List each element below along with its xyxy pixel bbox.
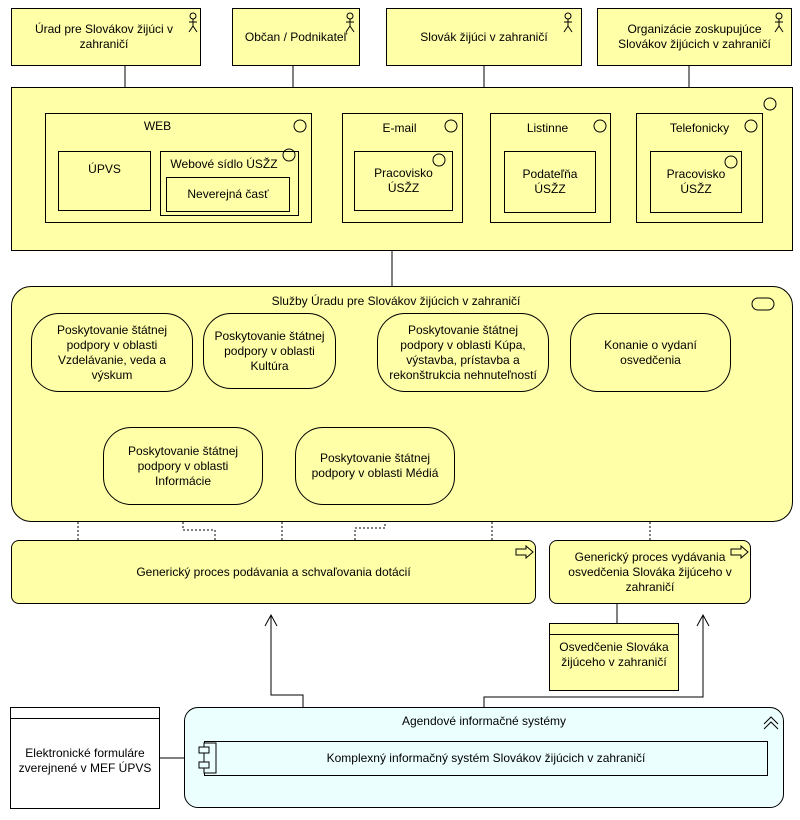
serving-grants-head [264, 613, 278, 627]
registry-box[interactable]: Podateľňa ÚSŽZ [504, 151, 596, 213]
private-part-box[interactable]: Neverejná časť [166, 177, 290, 212]
process-certificate-label: Generický proces vydávania osvedčenia Sl… [568, 549, 732, 594]
realization-informacie [182, 516, 216, 540]
process-grants[interactable]: Generický proces podávania a schvaľovani… [11, 540, 536, 604]
process-certificate[interactable]: Generický proces vydávania osvedčenia Sl… [549, 540, 751, 604]
private-part-label: Neverejná časť [187, 187, 269, 201]
actor-organizacie[interactable]: Organizácie zoskupujúce Slovákov žijúcic… [597, 8, 792, 66]
serving-certificate [483, 615, 704, 707]
serving-certificate-head [696, 613, 710, 627]
paper-channel-title: Listinne [526, 121, 569, 135]
actor-slovak[interactable]: Slovák žijúci v zahraničí [386, 8, 582, 66]
website-label: Webové sídlo ÚSŽZ [170, 157, 278, 171]
actor-obcan-label: Občan / Podnikateľ [244, 29, 348, 44]
data-object-header [550, 624, 678, 635]
service-kupa-label: Poskytovanie štátnej podpory v oblasti K… [389, 322, 537, 382]
email-workplace-label: Pracovisko ÚSŽZ [374, 166, 433, 195]
phone-workplace-label: Pracovisko ÚSŽZ [666, 167, 726, 196]
actor-usz-label: Úrad pre Slovákov žijúci v zahraničí [34, 22, 174, 51]
service-konanie-label: Konanie o vydaní osvedčenia [604, 337, 697, 367]
email-workplace-box[interactable]: Pracovisko ÚSŽZ [354, 151, 453, 211]
system-component-label: Komplexný informačný systém Slovákov žij… [326, 751, 646, 765]
service-konanie[interactable]: Konanie o vydaní osvedčenia [570, 313, 731, 392]
actor-slovak-label: Slovák žijúci v zahraničí [420, 29, 548, 44]
forms-label: Elektronické formuláre zverejnené v MEF … [18, 746, 152, 775]
systems-group-label: Agendové informačné systémy [401, 714, 567, 728]
forms-header [11, 708, 159, 719]
serving-grants [270, 615, 304, 707]
service-vzdelavanie-label: Poskytovanie štátnej podpory v oblasti V… [56, 322, 168, 382]
service-informacie[interactable]: Poskytovanie štátnej podpory v oblasti I… [103, 427, 263, 505]
process-grants-label: Generický proces podávania a schvaľovani… [136, 564, 411, 579]
service-media[interactable]: Poskytovanie štátnej podpory v oblasti M… [295, 427, 455, 505]
service-media-label: Poskytovanie štátnej podpory v oblasti M… [311, 451, 439, 480]
phone-workplace-box[interactable]: Pracovisko ÚSŽZ [650, 151, 742, 213]
certificate-data-object[interactable]: Osvedčenie Slováka žijúceho v zahraničí [549, 623, 679, 691]
upvs-label: ÚPVS [88, 161, 121, 176]
upvs-box[interactable]: ÚPVS [58, 151, 151, 211]
registry-label: Podateľňa ÚSŽZ [522, 167, 578, 196]
email-channel-title: E-mail [382, 121, 417, 135]
actor-organizacie-label: Organizácie zoskupujúce Slovákov žijúcic… [618, 22, 771, 51]
web-channel-title: WEB [143, 119, 172, 133]
service-kultura[interactable]: Poskytovanie štátnej podpory v oblasti K… [203, 313, 336, 389]
service-vzdelavanie[interactable]: Poskytovanie štátnej podpory v oblasti V… [31, 313, 193, 392]
realization-media [354, 516, 386, 540]
actor-usz[interactable]: Úrad pre Slovákov žijúci v zahraničí [11, 8, 201, 66]
service-kupa[interactable]: Poskytovanie štátnej podpory v oblasti K… [377, 313, 549, 392]
phone-channel-title: Telefonicky [669, 121, 730, 135]
certificate-data-object-label: Osvedčenie Slováka žijúceho v zahraničí [559, 640, 669, 669]
actor-obcan[interactable]: Občan / Podnikateľ [232, 8, 360, 66]
service-kultura-label: Poskytovanie štátnej podpory v oblasti K… [214, 328, 325, 373]
forms-data-object[interactable]: Elektronické formuláre zverejnené v MEF … [10, 707, 160, 809]
services-title: Služby Úradu pre Slovákov žijúcich v zah… [271, 294, 521, 308]
system-component[interactable]: Komplexný informačný systém Slovákov žij… [204, 741, 768, 776]
service-informacie-label: Poskytovanie štátnej podpory v oblasti I… [127, 443, 239, 488]
